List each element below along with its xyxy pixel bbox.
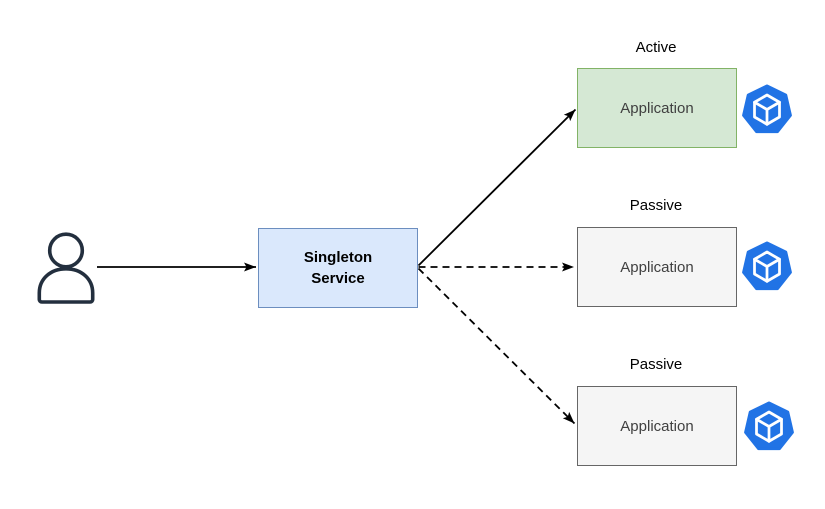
connector-singleton-to-active bbox=[417, 108, 577, 267]
application-node-passive-2: Application bbox=[577, 386, 737, 466]
state-label-passive-1: Passive bbox=[629, 197, 683, 214]
application-label: Application bbox=[620, 99, 694, 117]
application-node-passive-1: Application bbox=[577, 227, 737, 307]
state-label-passive-2: Passive bbox=[629, 356, 683, 373]
container-cube-icon bbox=[742, 84, 792, 134]
state-label-active: Active bbox=[635, 39, 677, 56]
connector-singleton-to-passive-2 bbox=[417, 267, 576, 425]
person-icon bbox=[37, 232, 95, 304]
application-node-active: Application bbox=[577, 68, 737, 148]
application-label: Application bbox=[620, 417, 694, 435]
singleton-service-label: Singleton Service bbox=[303, 249, 373, 287]
container-cube-icon bbox=[742, 241, 792, 291]
container-cube-icon bbox=[744, 401, 794, 451]
application-label: Application bbox=[620, 258, 694, 276]
singleton-service-node: Singleton Service bbox=[258, 228, 418, 308]
connector-layer bbox=[97, 108, 577, 425]
